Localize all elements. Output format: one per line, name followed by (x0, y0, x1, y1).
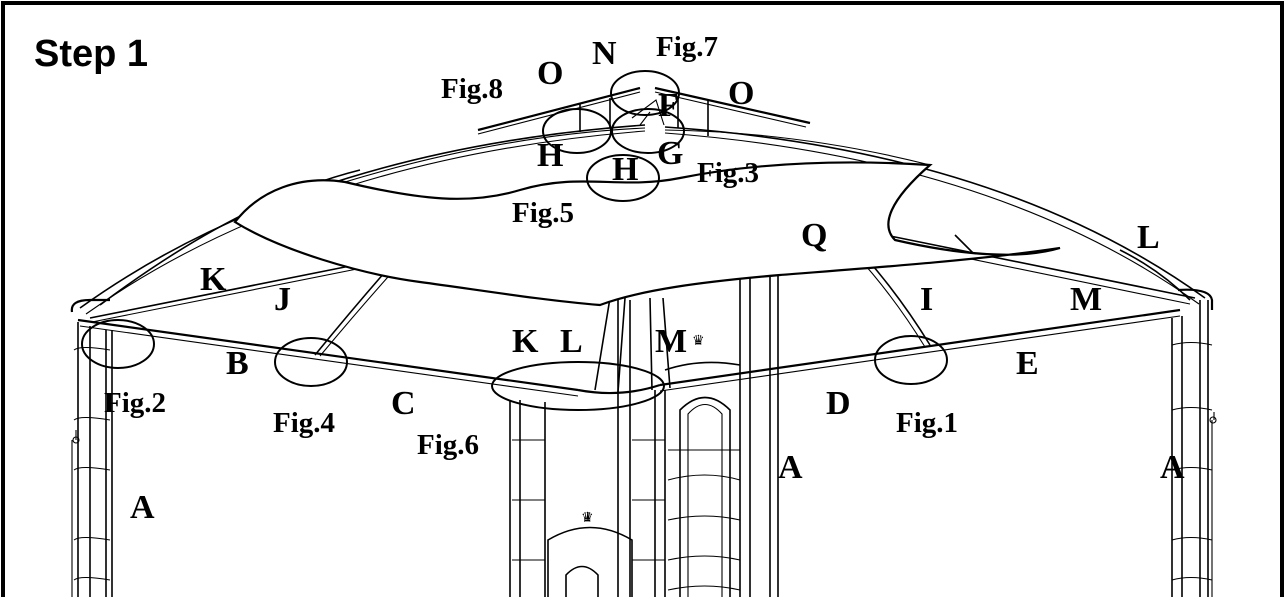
roof-rod-k-left (99, 169, 361, 306)
canopy-top (233, 161, 1061, 307)
label-k-center: K (512, 323, 539, 360)
eave-bar-left (77, 318, 579, 392)
label-q: Q (801, 217, 827, 254)
fig1-label: Fig.1 (896, 407, 958, 439)
label-m-center: M (655, 323, 687, 360)
label-i: I (920, 281, 933, 318)
fig4-label: Fig.4 (273, 407, 335, 439)
label-o-right: O (728, 75, 754, 112)
label-h-mid: H (612, 151, 638, 188)
fig5-circle (586, 154, 660, 202)
label-f: F (658, 87, 679, 124)
label-b: B (226, 345, 249, 382)
fig1-circle (874, 335, 948, 385)
label-a-left: A (130, 489, 155, 526)
fig3-circle (611, 108, 685, 154)
label-l-center: L (560, 323, 583, 360)
fig2-circle (81, 319, 155, 369)
gazebo-frame: ♛ ♛ (70, 86, 1217, 597)
post-center: ♛ (509, 300, 666, 597)
post-right (1171, 300, 1217, 597)
fig2-label: Fig.2 (104, 387, 166, 419)
label-n: N (592, 35, 617, 72)
part-labels: O N O F H G H Q L K J I M K L M B E C D … (130, 35, 1185, 526)
figure-labels: Fig.7 Fig.8 Fig.3 Fig.5 Fig.2 Fig.4 Fig.… (104, 31, 958, 461)
top-rod-left (477, 86, 641, 132)
eave-bar-right (659, 308, 1181, 387)
fig6-circle (491, 361, 665, 411)
roof-rib-right (664, 126, 1206, 299)
top-rod-right (654, 86, 811, 125)
label-h-top: H (537, 137, 563, 174)
label-k-left: K (200, 261, 227, 298)
fig3-label: Fig.3 (697, 157, 759, 189)
post-left (71, 322, 113, 597)
fig6-label: Fig.6 (417, 429, 479, 461)
fig7-label: Fig.7 (656, 31, 718, 63)
fig5-label: Fig.5 (512, 197, 574, 229)
label-j: J (274, 281, 291, 318)
fig7-circle (610, 70, 680, 116)
post-back: ♛ (664, 270, 779, 597)
detail-callouts (81, 70, 948, 411)
fig4-circle (274, 337, 348, 387)
label-l-right: L (1137, 219, 1160, 256)
label-c: C (391, 385, 416, 422)
fig8-label: Fig.8 (441, 73, 503, 105)
label-d: D (826, 385, 851, 422)
svg-text:♛: ♛ (692, 333, 705, 349)
label-m-right: M (1070, 281, 1102, 318)
label-a-right: A (1160, 449, 1185, 486)
svg-text:♛: ♛ (581, 510, 594, 526)
label-g: G (657, 135, 683, 172)
label-a-center: A (778, 449, 803, 486)
step-title: Step 1 (34, 33, 148, 75)
label-o-left: O (537, 55, 563, 92)
label-e: E (1016, 345, 1039, 382)
